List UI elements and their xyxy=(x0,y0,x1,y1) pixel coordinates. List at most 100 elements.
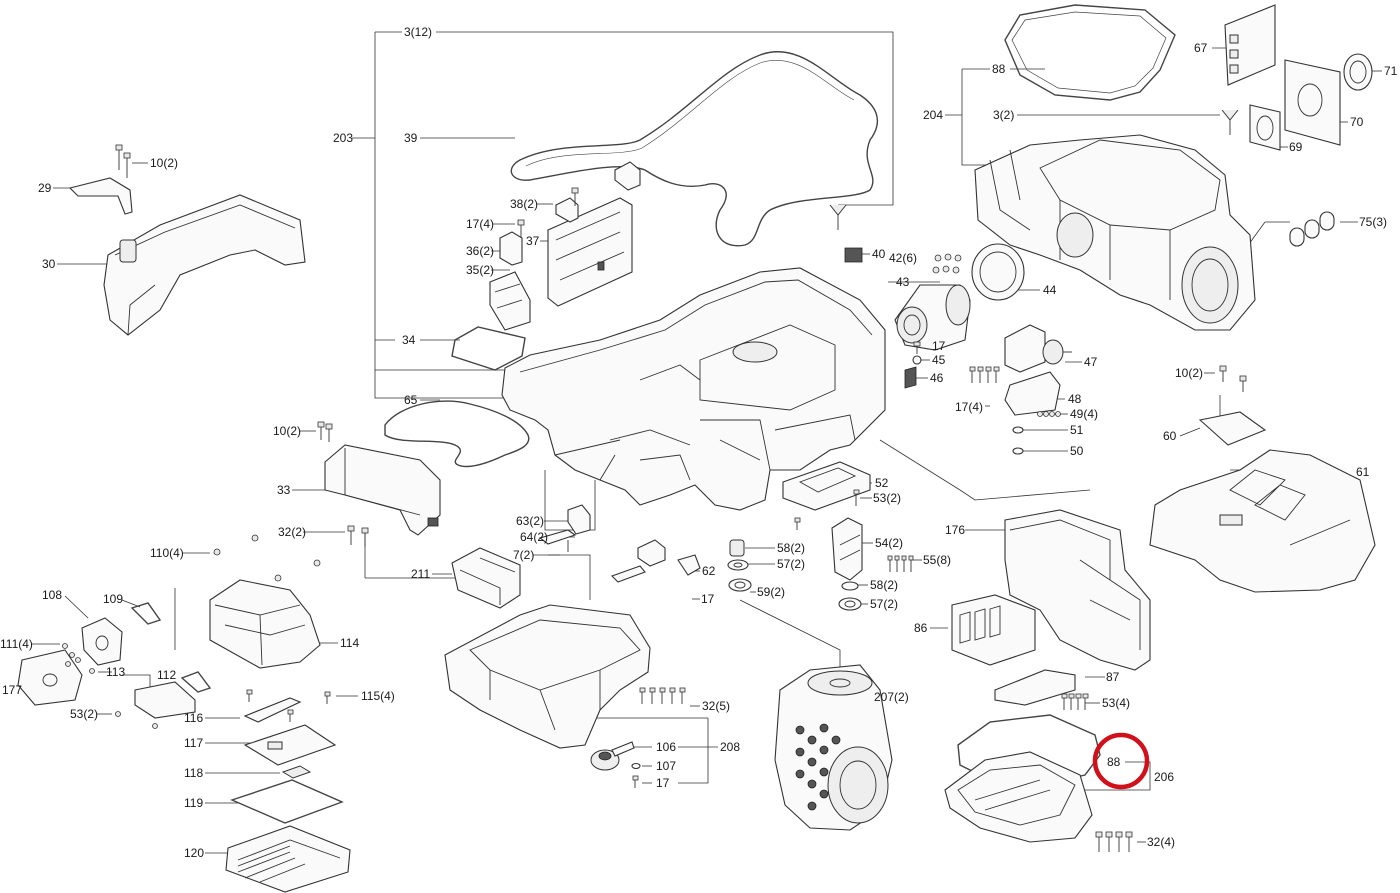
callout-17-c: 17 xyxy=(701,592,715,606)
callout-67: 67 xyxy=(1194,41,1208,55)
callout-211: 211 xyxy=(411,567,430,581)
callout-63-2: 63(2) xyxy=(516,514,544,528)
part-46 xyxy=(904,366,917,389)
callout-70: 70 xyxy=(1350,115,1364,129)
callout-43: 43 xyxy=(896,275,910,289)
callout-116: 116 xyxy=(184,711,203,725)
callout-53-2-b: 53(2) xyxy=(873,491,901,505)
callout-17-4-b: 17(4) xyxy=(955,400,983,414)
screws-17-4-b xyxy=(969,366,1000,383)
screws-32-a xyxy=(347,525,369,547)
callout-111-4: 111(4) xyxy=(0,637,33,651)
pins-49 xyxy=(1037,411,1061,417)
callout-176: 176 xyxy=(945,523,965,537)
callout-3-2: 3(2) xyxy=(993,108,1014,122)
callout-32-5: 32(5) xyxy=(702,699,730,713)
callout-44: 44 xyxy=(1043,283,1057,297)
pcb-37 xyxy=(547,197,633,307)
callout-55-8: 55(8) xyxy=(923,553,951,567)
callout-53-4: 53(4) xyxy=(1102,696,1130,710)
screws-10-b xyxy=(317,421,333,442)
motor-54 xyxy=(831,517,863,581)
callout-17-4: 17(4) xyxy=(466,217,494,231)
ring-71 xyxy=(1343,53,1373,91)
callout-75-3: 75(3) xyxy=(1359,215,1387,229)
plate-60 xyxy=(1198,411,1267,446)
callout-109: 109 xyxy=(103,592,123,606)
callout-58-2-a: 58(2) xyxy=(777,541,805,555)
callout-17-b: 17 xyxy=(932,339,946,353)
callout-50: 50 xyxy=(1070,444,1084,458)
callout-32-2: 32(2) xyxy=(278,525,306,539)
screws-42 xyxy=(932,253,962,274)
callout-32-4: 32(4) xyxy=(1147,835,1175,849)
tray-206 xyxy=(944,751,1093,843)
screws-53-4 xyxy=(1061,693,1089,710)
chassis-208 xyxy=(444,604,651,749)
gasket-88-top xyxy=(1004,4,1176,101)
callout-204: 204 xyxy=(923,108,943,122)
clip-36 xyxy=(499,231,523,266)
callout-labels: 3(12) 203 39 10(2) 29 30 38(2) 17(4) 37 … xyxy=(0,25,1398,860)
plate-87 xyxy=(994,669,1076,706)
callout-120: 120 xyxy=(184,846,204,860)
callout-30: 30 xyxy=(42,257,56,271)
callout-61: 61 xyxy=(1356,465,1370,479)
part-108 xyxy=(81,617,123,666)
callout-106: 106 xyxy=(656,740,676,754)
callout-35-2: 35(2) xyxy=(466,263,494,277)
callout-10-2-a: 10(2) xyxy=(150,156,178,170)
cover-30 xyxy=(103,194,306,336)
screws-115 xyxy=(246,689,331,722)
heatsink-120 xyxy=(225,825,351,893)
gasket-65 xyxy=(384,400,530,468)
part-118 xyxy=(281,765,312,779)
screws-32-5 xyxy=(639,687,686,704)
callout-113: 113 xyxy=(106,665,125,679)
magnets-75 xyxy=(1289,211,1335,247)
bracket-116 xyxy=(243,697,302,723)
callout-177: 177 xyxy=(2,683,22,697)
part-211 xyxy=(451,547,521,609)
bracket-48 xyxy=(1004,371,1061,416)
part-64 xyxy=(538,529,577,545)
plate-70 xyxy=(1284,59,1341,146)
callout-117: 117 xyxy=(184,736,203,750)
callout-51: 51 xyxy=(1070,423,1084,437)
callout-65: 65 xyxy=(404,393,418,407)
callout-64-2: 64(2) xyxy=(520,530,548,544)
callout-36-2: 36(2) xyxy=(466,244,494,258)
callout-119: 119 xyxy=(184,796,203,810)
callout-118: 118 xyxy=(184,766,203,780)
wheel-207 xyxy=(774,664,893,831)
screws-32-4 xyxy=(1095,831,1133,852)
callout-54-2: 54(2) xyxy=(875,536,903,550)
callout-17-a: 17 xyxy=(656,776,670,790)
bracket-38 xyxy=(555,197,579,223)
callout-29: 29 xyxy=(38,181,52,195)
callout-208: 208 xyxy=(720,740,740,754)
callout-88-a: 88 xyxy=(992,62,1006,76)
screws-10-a xyxy=(115,144,131,178)
callout-207-2: 207(2) xyxy=(874,690,909,704)
bracket-29 xyxy=(68,177,133,215)
callout-37: 37 xyxy=(526,234,540,248)
part-112 xyxy=(134,681,196,719)
callout-10-2-c: 10(2) xyxy=(1175,366,1203,380)
callout-3-12: 3(12) xyxy=(404,25,432,39)
gasket-34 xyxy=(451,326,526,371)
callout-33: 33 xyxy=(277,483,291,497)
gasket-119 xyxy=(230,779,344,824)
wheel-106 xyxy=(590,741,635,771)
callout-57-2-b: 57(2) xyxy=(870,597,898,611)
callout-49-4: 49(4) xyxy=(1070,407,1098,421)
callout-114: 114 xyxy=(340,636,359,650)
screws-110 xyxy=(213,534,321,582)
callout-58-2-b: 58(2) xyxy=(870,578,898,592)
callout-10-2-b: 10(2) xyxy=(273,424,301,438)
callout-108: 108 xyxy=(42,588,62,602)
callout-46: 46 xyxy=(930,371,944,385)
ring-44 xyxy=(971,243,1025,301)
callout-39: 39 xyxy=(404,131,418,145)
gasket-39 xyxy=(510,51,879,247)
